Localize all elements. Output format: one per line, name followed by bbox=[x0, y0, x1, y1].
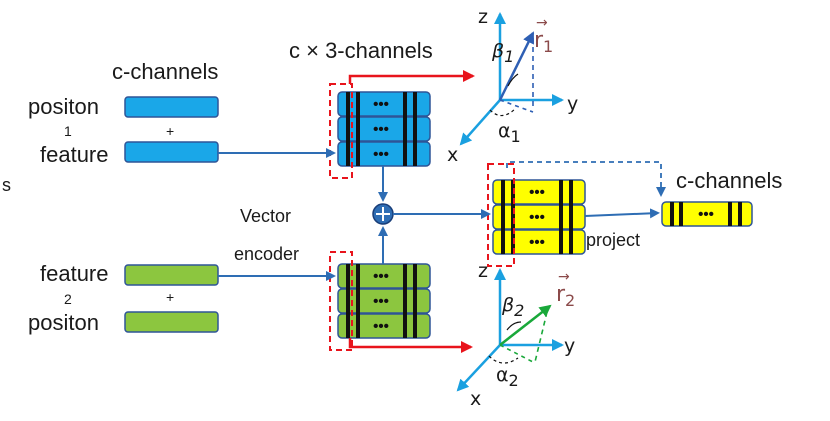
index-1-label: 1 bbox=[64, 123, 72, 139]
plus-top-label: + bbox=[166, 123, 175, 139]
tensor-dots-3: ••• bbox=[373, 268, 389, 285]
r1-subscript: 1 bbox=[543, 36, 554, 56]
encoder-label: encoder bbox=[234, 244, 300, 264]
projected-output: ••• bbox=[661, 201, 753, 227]
beta-1-label: β1 bbox=[492, 42, 514, 65]
positon-bottom-label: positon bbox=[28, 310, 99, 335]
tensor-dots-6: ••• bbox=[529, 184, 545, 201]
c-channels-top-label: c-channels bbox=[112, 59, 219, 84]
axis-x-top: x bbox=[447, 144, 459, 166]
axis-z-bottom: z bbox=[478, 260, 488, 282]
beta-2-subscript: 2 bbox=[514, 300, 525, 320]
c-times-3-channels-label: c × 3-channels bbox=[289, 40, 433, 62]
beta-2-label: β2 bbox=[502, 296, 524, 319]
position-block-2 bbox=[124, 311, 219, 333]
tensor-dots-0: ••• bbox=[373, 96, 389, 113]
tensor-dots-4: ••• bbox=[373, 293, 389, 310]
r1-symbol: r bbox=[534, 28, 544, 53]
red-arrow-top bbox=[348, 70, 475, 84]
encoded-tensor-2: ••• ••• ••• bbox=[337, 263, 431, 339]
red-arrow-bottom bbox=[348, 338, 473, 353]
axis-x-bottom: x bbox=[470, 388, 482, 410]
arrow-project bbox=[584, 208, 660, 219]
tensor-dots-5: ••• bbox=[373, 318, 389, 335]
tensor-dots-1: ••• bbox=[373, 121, 389, 138]
alpha-2-label: α2 bbox=[496, 366, 519, 389]
alpha-2-symbol: α bbox=[496, 364, 509, 386]
r2-arrow-glyph: → bbox=[558, 269, 570, 285]
vector-label: Vector bbox=[240, 206, 292, 226]
selection-box-1 bbox=[329, 83, 353, 179]
plus-bottom-label: + bbox=[166, 289, 175, 305]
c-times-3-text: c × 3-channels bbox=[289, 38, 433, 63]
tensor-dots-9: ••• bbox=[698, 206, 714, 223]
feature-block-1 bbox=[124, 141, 219, 163]
feature-top-label: feature bbox=[40, 142, 109, 167]
tensor-dots-7: ••• bbox=[529, 209, 545, 226]
feature-block-2 bbox=[124, 264, 219, 286]
tensor-dots-2: ••• bbox=[373, 146, 389, 163]
index-2-label: 2 bbox=[64, 291, 72, 307]
alpha-1-symbol: α bbox=[498, 120, 511, 142]
axis-y-bottom: y bbox=[564, 335, 576, 357]
r2-subscript: 2 bbox=[565, 290, 576, 310]
tensor-dots-8: ••• bbox=[529, 234, 545, 251]
alpha-2-subscript: 2 bbox=[508, 370, 519, 390]
alpha-1-label: α1 bbox=[498, 122, 521, 145]
c-channels-right-label: c-channels bbox=[676, 168, 783, 193]
encoded-tensor-1: ••• ••• ••• bbox=[337, 91, 431, 167]
axis-z-top: z bbox=[478, 6, 488, 28]
position-block-1 bbox=[124, 96, 219, 118]
r2-symbol: r bbox=[556, 282, 566, 307]
dashed-skip-arrow bbox=[506, 161, 666, 197]
beta-1-subscript: 1 bbox=[504, 46, 515, 66]
project-label: project bbox=[586, 230, 641, 250]
feature-bottom-label: feature bbox=[40, 261, 109, 286]
coord-system-bottom bbox=[456, 268, 564, 392]
r1-arrow-glyph: → bbox=[536, 15, 548, 31]
selection-box-2 bbox=[329, 251, 353, 351]
stray-s-label: s bbox=[2, 175, 11, 195]
axis-y-top: y bbox=[567, 93, 579, 115]
r1-label: → r1 bbox=[534, 16, 554, 56]
beta-1-symbol: β bbox=[492, 40, 505, 62]
coord-system-top bbox=[459, 12, 564, 146]
positon-top-label: positon bbox=[28, 94, 99, 119]
alpha-1-subscript: 1 bbox=[510, 126, 521, 146]
beta-2-symbol: β bbox=[502, 294, 515, 316]
r2-label: → r2 bbox=[556, 270, 576, 310]
fused-tensor: ••• ••• ••• bbox=[492, 179, 586, 255]
